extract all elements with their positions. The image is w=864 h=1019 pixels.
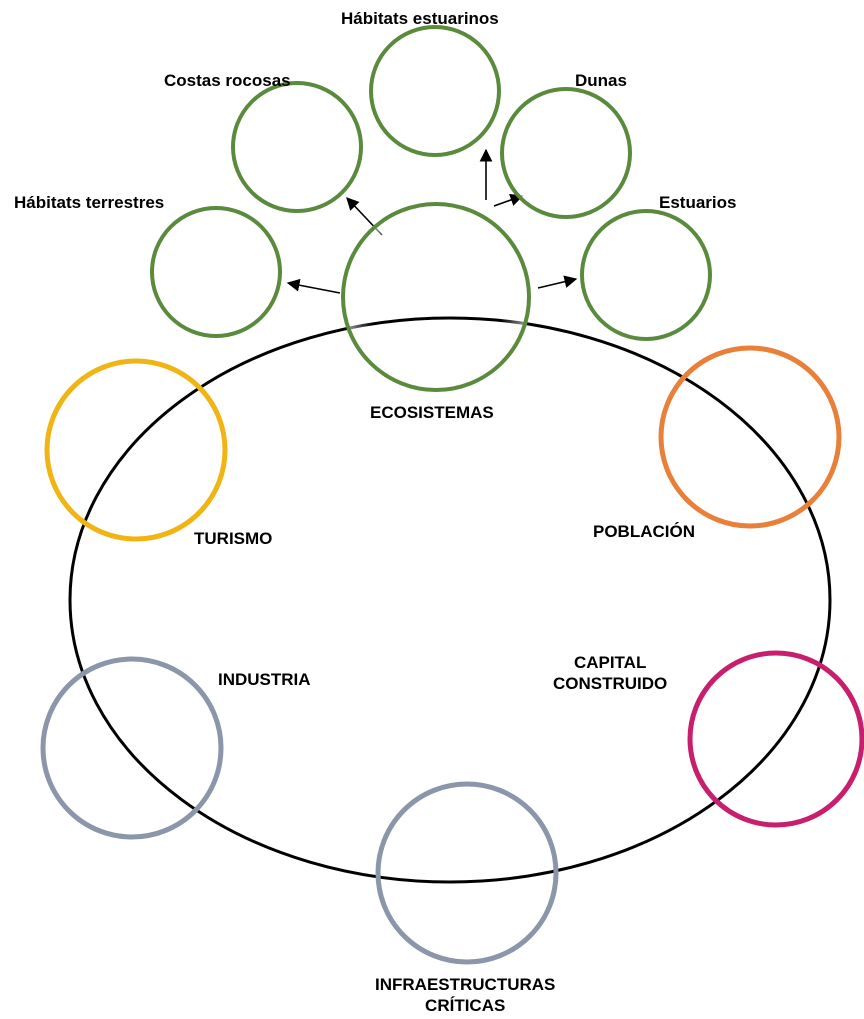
node-habitats-estuarinos	[369, 25, 501, 157]
node-habitats-terrestres	[150, 206, 282, 338]
node-border	[369, 25, 501, 157]
node-border	[500, 87, 632, 219]
node-ecosistemas	[341, 202, 531, 392]
label-estuarios: Estuarios	[659, 193, 737, 212]
arrow-to-habitats-terrestres	[286, 278, 341, 294]
node-costas-rocosas	[231, 81, 363, 213]
label-habitats-terrestres: Hábitats terrestres	[14, 193, 165, 212]
arrow-to-dunas	[493, 193, 524, 207]
label-dunas: Dunas	[575, 71, 627, 90]
arrow-to-estuarios	[537, 275, 578, 289]
label-turismo: TURISMO	[194, 529, 273, 548]
label-ecosistemas: ECOSISTEMAS	[370, 403, 494, 422]
node-border	[580, 209, 712, 341]
node-border	[150, 206, 282, 338]
node-border	[687, 650, 864, 828]
label-infraestructuras-criticas: INFRAESTRUCTURAS CRÍTICAS	[375, 974, 555, 1016]
label-costas-rocosas: Costas rocosas	[164, 71, 291, 90]
label-habitats-estuarinos: Hábitats estuarinos	[341, 9, 499, 28]
label-line: INFRAESTRUCTURAS	[375, 975, 556, 994]
node-border	[44, 358, 228, 542]
node-border	[231, 81, 363, 213]
label-industria: INDUSTRIA	[218, 670, 311, 689]
node-border	[341, 202, 531, 392]
label-poblacion: POBLACIÓN	[593, 522, 695, 541]
label-line: CRÍTICAS	[425, 996, 506, 1015]
node-border	[375, 781, 559, 965]
node-poblacion	[658, 345, 842, 529]
node-estuarios	[580, 209, 712, 341]
node-industria	[40, 656, 224, 840]
label-line: CAPITAL	[573, 653, 647, 672]
node-infraestructuras-criticas	[375, 781, 559, 965]
node-capital-construido	[687, 650, 864, 828]
node-dunas	[500, 87, 632, 219]
label-line: CONSTRUIDO	[553, 674, 668, 693]
node-border	[40, 656, 224, 840]
node-turismo	[44, 358, 228, 542]
label-capital-construido: CAPITAL CONSTRUIDO	[553, 652, 667, 694]
node-border	[658, 345, 842, 529]
